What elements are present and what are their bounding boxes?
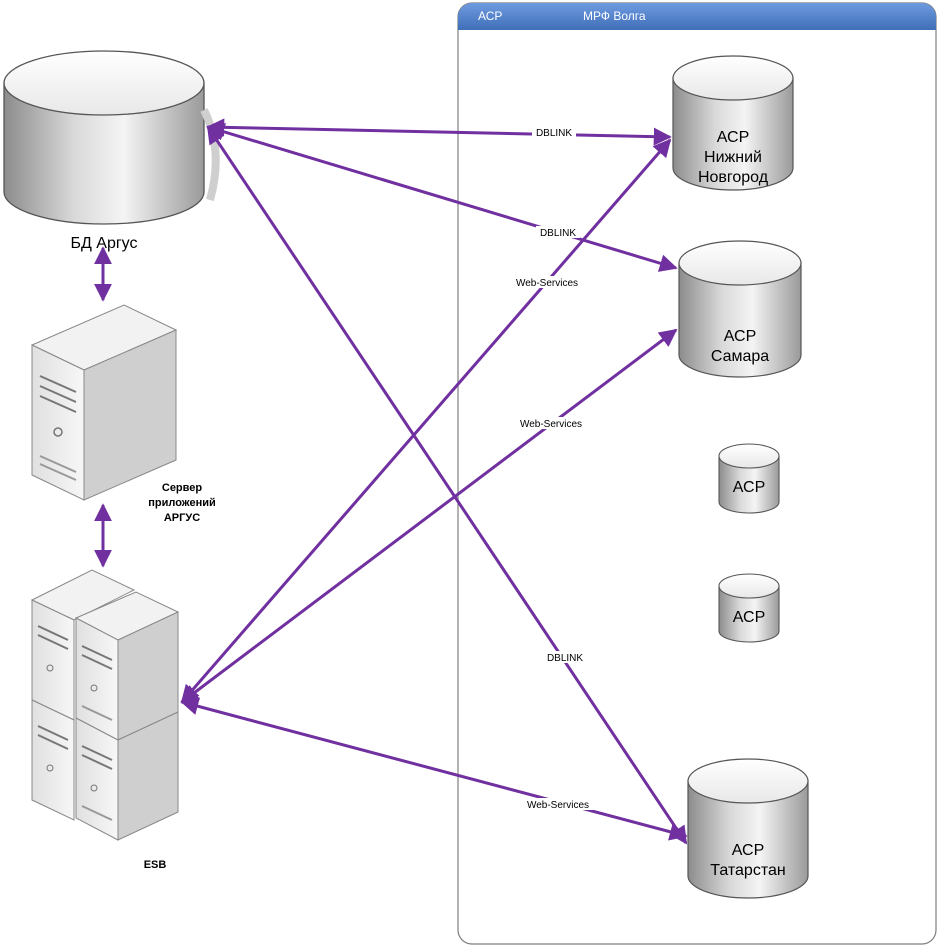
label-webservices-tatarstan: Web-Services [527,800,589,811]
label-dblink-samara: DBLINK [540,228,576,239]
asr-nn-label-line-1: АСР [717,129,750,146]
asr-samara-label-line-2: Самара [711,348,769,365]
asr-nizhny-novgorod-database-icon [672,55,794,191]
container-label-left: АСР [478,9,502,23]
app-server-label-line-3: АРГУС [164,512,200,524]
bd-argus-label: БД Аргус [70,235,137,252]
asr-small-1-label: АСР [733,479,766,496]
bd-argus-database-icon [3,50,220,225]
asr-samara-label-line-1: АСР [724,328,757,345]
app-server-label-line-1: Сервер [162,482,203,494]
asr-small-2-label: АСР [733,609,766,626]
label-webservices-samara: Web-Services [520,419,582,430]
asr-nn-label-line-2: Нижний [704,149,762,166]
app-server-icon [30,304,178,501]
label-dblink-tatarstan: DBLINK [547,653,583,664]
label-dblink-nn: DBLINK [536,128,572,139]
asr-samara-database-icon [678,240,802,378]
asr-nn-label-line-3: Новгород [698,169,769,186]
webservices-arrow-esb-to-tatarstan [180,697,688,841]
esb-label: ESB [144,859,167,871]
asr-tatarstan-label-line-1: АСР [732,842,765,859]
container-header [458,3,936,30]
esb-server-cluster-icon [30,569,180,841]
container-label-center: МРФ Волга [583,9,646,23]
asr-tatarstan-database-icon [687,758,809,899]
connections [94,118,688,845]
webservices-arrow-esb-to-samara [180,328,678,704]
asr-small-2-database-icon [718,573,780,643]
label-webservices-nn: Web-Services [516,278,578,289]
asr-small-1-database-icon [718,443,780,514]
asr-tatarstan-label-line-2: Татарстан [710,862,785,879]
app-server-label-line-2: приложений [148,497,215,509]
connection-labels: DBLINK DBLINK DBLINK Web-Services Web-Se… [511,126,594,811]
